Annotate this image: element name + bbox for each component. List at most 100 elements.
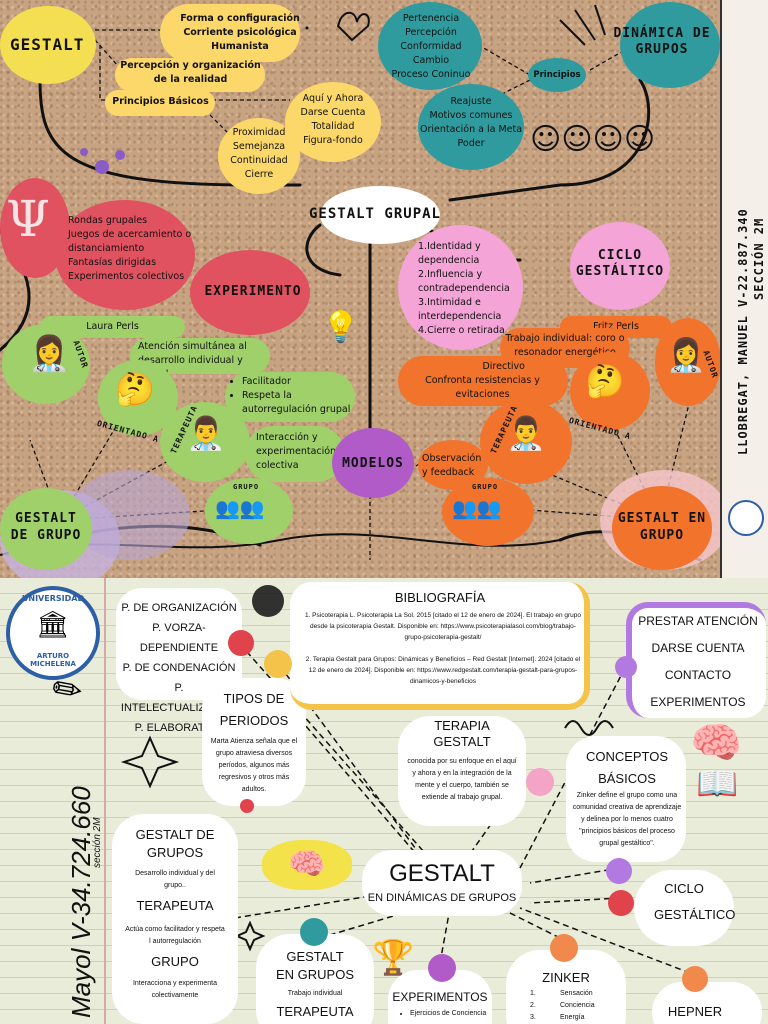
gestalt-definition-pill bbox=[160, 4, 300, 62]
university-bottom-text: ARTURO MICHELENA bbox=[30, 652, 76, 668]
geg-title: GESTALT EN GRUPOS bbox=[276, 949, 355, 982]
tipos-text: Marta Atienza señala que el grupo atravi… bbox=[210, 738, 298, 793]
principles-a-list: Aquí y Ahora Darse Cuenta Totalidad Figu… bbox=[285, 92, 381, 148]
tipos-dot bbox=[240, 799, 254, 813]
ciclo-dot bbox=[608, 890, 634, 916]
dinamica-item: Conformidad bbox=[400, 41, 462, 52]
biblio-2: 2. Terapia Gestalt para Grupos: Dinámica… bbox=[305, 656, 581, 685]
dinamica-b-blob bbox=[418, 84, 524, 170]
dinamica-title: DINÁMICA DE GRUPOS bbox=[613, 26, 711, 57]
dinamica-item: Percepción bbox=[405, 27, 457, 38]
section-side-text: SECCIÓN 2M bbox=[752, 217, 766, 300]
lightbulb-icon: 💡 bbox=[322, 310, 360, 345]
zinker-num: 3. bbox=[530, 1014, 536, 1021]
fritz-therapist-pill bbox=[398, 356, 568, 406]
laura-therapist-item: Facilitador bbox=[242, 375, 357, 389]
exp-item: Ejercicios de Conciencia bbox=[410, 1010, 490, 1017]
principle-item: Cierre bbox=[244, 169, 274, 180]
gestalt-item: Corriente psicológica bbox=[183, 27, 297, 38]
laura-autor-blob bbox=[2, 324, 90, 404]
woman-doctor-icon: 👩‍⚕️ bbox=[666, 336, 706, 374]
ciclo-item: 1.Identidad y dependencia bbox=[418, 241, 481, 266]
principios-node bbox=[528, 58, 586, 92]
laura-group: Interacción y experimentación colectiva bbox=[256, 432, 337, 471]
gestalt-title: GESTALT bbox=[10, 35, 85, 54]
ciclo-item: 2.Influencia y contradependencia bbox=[418, 269, 510, 294]
conceptos-title: CONCEPTOS BÁSICOS bbox=[585, 749, 669, 786]
principles-label: Principios Básicos bbox=[112, 96, 209, 107]
principles-b-list: Proximidad Semejanza Continuidad Cierre bbox=[218, 126, 300, 182]
ciclo-item: 3.Intimidad e interdependencia bbox=[418, 297, 502, 322]
bottom-notebook-panel: UNIVERSIDAD 🏛 ARTURO MICHELENA ✏ P. DE O… bbox=[0, 578, 768, 1024]
group-therapy-icon: 👥👥 bbox=[452, 496, 502, 520]
laura-name-pill bbox=[40, 316, 185, 338]
conceptos-card bbox=[566, 736, 686, 862]
biblio-title: BIBLIOGRAFÍA bbox=[394, 590, 486, 605]
ciclo-list-blob bbox=[398, 225, 523, 350]
zinker-title: ZINKER bbox=[542, 970, 590, 985]
brain-reading-icon: 🧠 bbox=[690, 718, 743, 767]
laura-therapist-list: Facilitador Respeta la autorregulación g… bbox=[242, 375, 357, 417]
dinamica-item: Orientación a la Meta bbox=[419, 124, 523, 135]
author-side-text: LLOBREGAT, MANUEL V-22.887.340 bbox=[736, 208, 750, 455]
perception-text: Percepción y organización de la realidad bbox=[120, 60, 261, 85]
principle-item: Aquí y Ahora bbox=[302, 93, 364, 104]
zinker-item: 3. Energía bbox=[530, 1012, 610, 1024]
principles-pill bbox=[105, 90, 215, 116]
experimento-node bbox=[190, 250, 310, 335]
experimento-item: Fantasías dirigidas bbox=[68, 257, 157, 268]
exp-title: EXPERIMENTOS bbox=[392, 990, 488, 1004]
deco-dot bbox=[80, 148, 88, 156]
principios-label: Principios bbox=[533, 70, 581, 80]
therapist-man-icon: 👨‍⚕️ bbox=[186, 414, 226, 452]
main-subtitle: EN DINÁMICAS DE GRUPOS bbox=[367, 892, 517, 904]
laura-grupo-label: GRUPO bbox=[233, 483, 260, 491]
fritz-grupo-blob bbox=[442, 478, 534, 546]
laura-terapeuta-blob bbox=[160, 402, 250, 482]
ciclo-node bbox=[570, 222, 670, 310]
key-concept-item: EXPERIMENTOS bbox=[650, 695, 746, 709]
university-logo bbox=[6, 586, 100, 680]
principle-item: Figura-fondo bbox=[303, 135, 363, 146]
woman-doctor-icon: 👩‍⚕️ bbox=[28, 334, 71, 374]
gestalt-de-grupo-title: GESTALT DE GRUPO bbox=[10, 511, 82, 543]
key-concept-item: DARSE CUENTA bbox=[651, 641, 745, 655]
biblio-card bbox=[290, 582, 590, 710]
group-therapy-icon: 👥👥 bbox=[215, 496, 265, 520]
ciclo-item: 4.Cierre o retirada bbox=[418, 325, 505, 336]
zinker-dot bbox=[550, 934, 578, 962]
key-concept-item: CONTACTO bbox=[664, 668, 732, 682]
therapist-man-icon: 👨‍⚕️ bbox=[506, 414, 546, 452]
principle-item: Darse Cuenta bbox=[300, 107, 366, 118]
terapia-text: conocida por su enfoque en el aquí y aho… bbox=[407, 758, 517, 801]
gdg-grupo-text: Interacciona y experimenta colectivament… bbox=[132, 980, 218, 999]
perception-pill bbox=[115, 58, 265, 92]
tipos-card bbox=[202, 678, 306, 806]
gestalt-item: Humanista bbox=[211, 41, 269, 52]
ciclo-list: 1.Identidad y dependencia 2.Influencia y… bbox=[418, 240, 523, 338]
dinamica-item: Poder bbox=[457, 138, 485, 149]
hepner-card bbox=[652, 982, 762, 1024]
geg-dot bbox=[300, 918, 328, 946]
periodo-item: P. DE CONDENACIÓN bbox=[122, 662, 236, 674]
experimento-list-blob bbox=[55, 200, 195, 310]
experimento-item: Rondas grupales bbox=[68, 215, 148, 226]
university-top-text: UNIVERSIDAD bbox=[21, 594, 85, 603]
periodo-item: P. DE ORGANIZACIÓN bbox=[121, 602, 237, 614]
fritz-focus: Trabajo individual: coro o resonador ene… bbox=[505, 333, 625, 358]
dinamica-item: Pertenencia bbox=[402, 13, 460, 24]
ciclo-title: CICLO GESTÁLTICO bbox=[575, 248, 665, 279]
fritz-name: Fritz Perls bbox=[593, 321, 639, 332]
laura-therapist-pill bbox=[225, 372, 355, 422]
laura-group-pill bbox=[245, 426, 345, 482]
fritz-autor-blob bbox=[655, 318, 721, 406]
principles-a-blob bbox=[285, 82, 381, 162]
gestalt-en-grupo-title: GESTALT EN GRUPO bbox=[617, 511, 707, 543]
zinker-text: Energía bbox=[560, 1014, 585, 1021]
experimento-item: Juegos de acercamiento o distanciamiento bbox=[68, 229, 192, 254]
thinking-woman-icon: 🤔 bbox=[585, 362, 625, 400]
key-concepts-list: PRESTAR ATENCIÓN DARSE CUENTA CONTACTO E… bbox=[636, 608, 760, 716]
principle-item: Totalidad bbox=[311, 121, 355, 132]
psi-icon: Ψ bbox=[6, 190, 50, 248]
principle-item: Proximidad bbox=[232, 127, 286, 138]
